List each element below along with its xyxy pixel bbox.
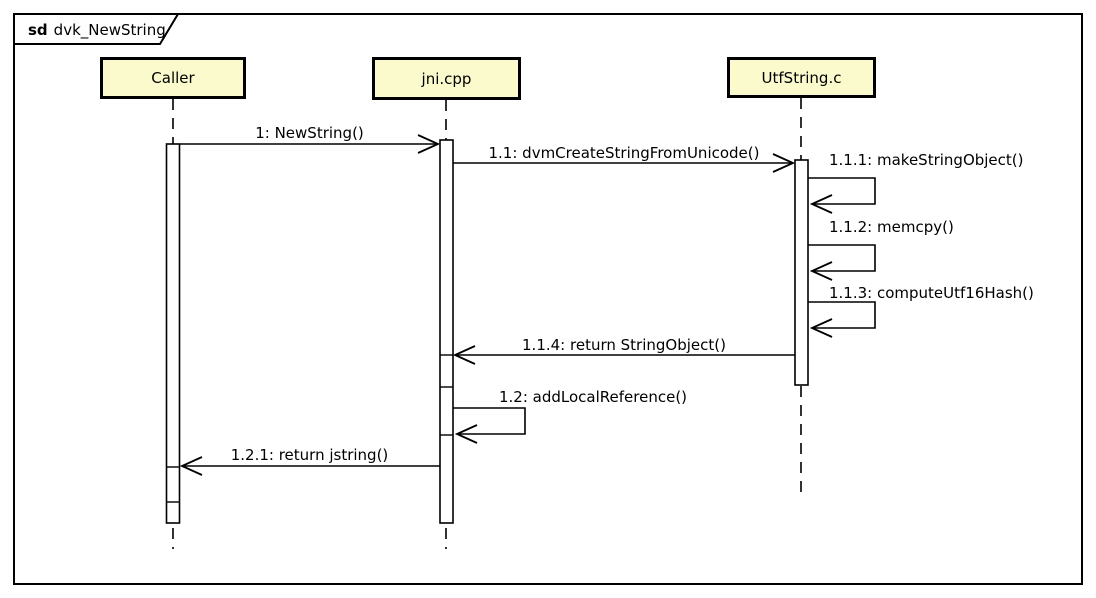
jni-cpp-activation-bar — [439, 139, 454, 524]
frame-label-pentagon — [13, 13, 180, 45]
message-1-1-1-self-arrow — [808, 177, 876, 214]
lifeline-head-caller-label: Caller — [151, 69, 195, 87]
message-1-1-4-label: 1.1.4: return StringObject() — [522, 336, 726, 354]
lifeline-head-jni-cpp-label: jni.cpp — [421, 69, 472, 88]
frame-operator-text: sd — [28, 21, 48, 39]
diagram-frame-border — [13, 13, 1083, 585]
lifeline-head-utfstring: UtfString.c — [727, 57, 876, 98]
message-1-1-1-label: 1.1.1: makeStringObject() — [829, 151, 1024, 169]
message-1-label: 1: NewString() — [255, 124, 364, 142]
lifeline-head-utfstring-label: UtfString.c — [761, 68, 842, 87]
lifeline-head-jni-cpp: jni.cpp — [372, 57, 521, 100]
frame-title-text: dvk_NewString — [53, 21, 166, 39]
message-1-1-2-label: 1.1.2: memcpy() — [829, 218, 954, 236]
message-1-1-3-self-arrow — [808, 301, 876, 338]
message-1-2-self-arrow — [453, 407, 526, 444]
lifeline-head-caller: Caller — [100, 57, 246, 99]
caller-activation-bar — [165, 143, 181, 524]
message-1-1-label: 1.1: dvmCreateStringFromUnicode() — [488, 144, 760, 162]
message-1-2-1-label: 1.2.1: return jstring() — [230, 446, 389, 464]
message-1-2-label: 1.2: addLocalReference() — [499, 388, 688, 406]
message-1-1-2-self-arrow — [808, 244, 876, 281]
message-1-1-3-label: 1.1.3: computeUtf16Hash() — [829, 284, 1034, 302]
utfstring-activation-bar — [794, 159, 809, 386]
frame-title: sd dvk_NewString — [28, 19, 168, 41]
